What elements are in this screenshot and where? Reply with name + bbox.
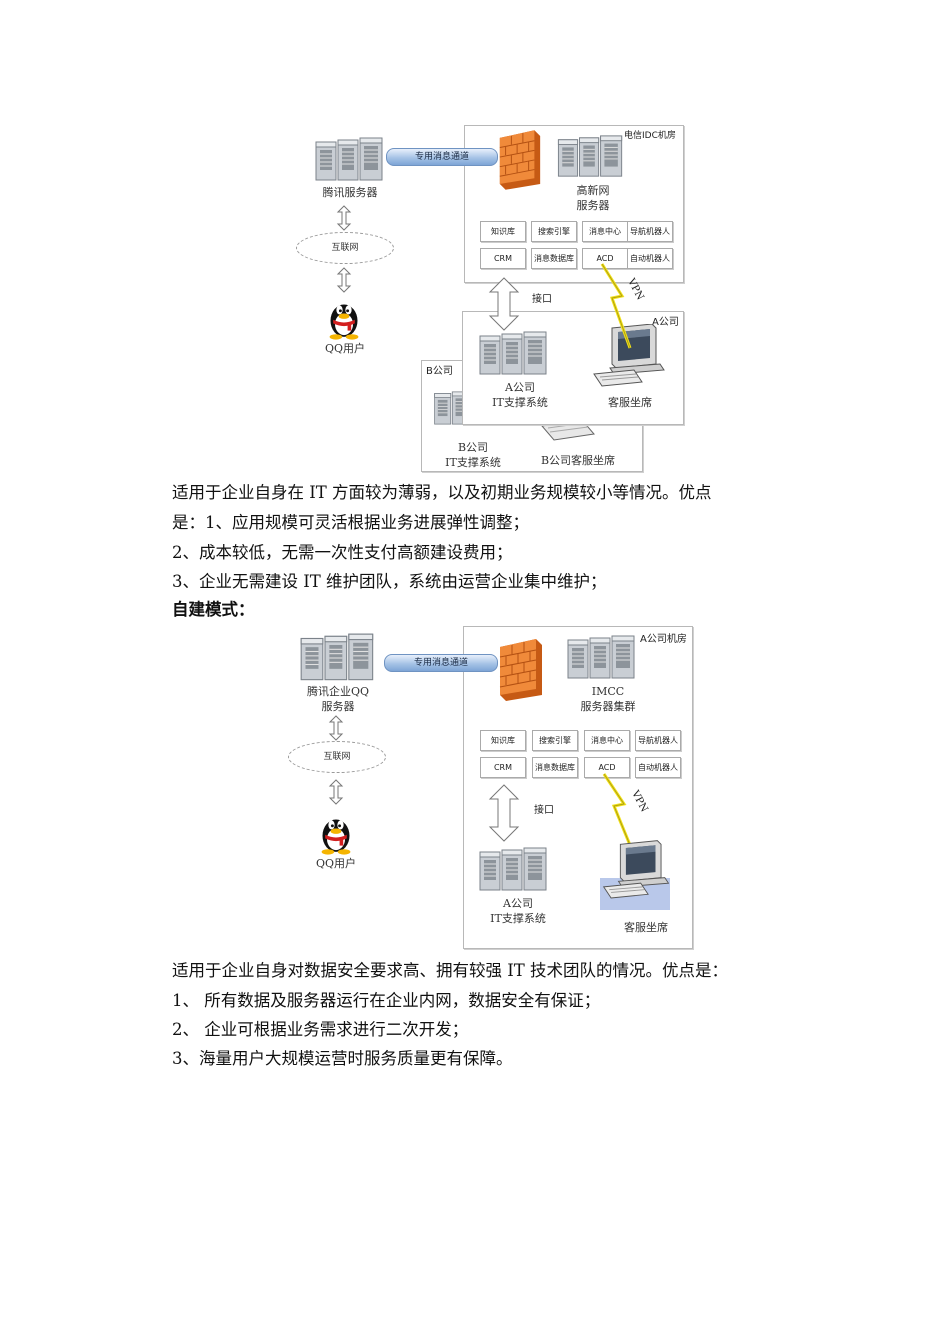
interface-label: 接口 (534, 805, 554, 816)
module-message-center: 消息中心 (582, 221, 628, 242)
tencent-server-icon (298, 632, 378, 684)
module-search-engine: 搜索引擎 (532, 730, 578, 751)
module-crm: CRM (480, 757, 526, 778)
module-nav-robot: 导航机器人 (627, 221, 673, 242)
a-it-line1: A公司 (505, 381, 535, 394)
tencent-server-label: 腾讯企业QQ 服务器 (290, 684, 386, 714)
interface-arrow (488, 784, 520, 842)
module-message-db: 消息数据库 (531, 248, 577, 269)
internet-cloud: 互联网 (288, 741, 386, 773)
interface-label: 接口 (532, 294, 552, 305)
module-auto-robot: 自动机器人 (635, 757, 681, 778)
a-it-line2: IT支撑系统 (492, 396, 548, 409)
a-seat-label: 客服坐席 (608, 396, 652, 409)
module-message-center: 消息中心 (584, 730, 630, 751)
firewall-icon (496, 632, 546, 706)
qq-user-label: QQ用户 (315, 857, 357, 870)
idc-label: 电信IDC机房 (624, 131, 676, 141)
para-line: 适用于企业自身对数据安全要求高、拥有较强 IT 技术团队的情况。优点是： (172, 961, 729, 980)
module-crm: CRM (480, 248, 526, 269)
module-knowledge-base: 知识库 (480, 221, 526, 242)
message-channel-pipe: 专用消息通道 (386, 148, 498, 166)
imcc-line2: 服务器集群 (580, 700, 636, 713)
a-it-line1: A公司 (503, 897, 533, 910)
tencent-server-label: 腾讯服务器 (322, 186, 378, 199)
b-it-line1: B公司 (457, 441, 489, 454)
tencent-server-icon (314, 136, 386, 184)
tencent-line1: 腾讯企业QQ (306, 685, 370, 698)
a-it-server-icon (478, 846, 550, 894)
vpn-lightning-icon (602, 773, 634, 851)
gaoxin-server-label: 高新网 服务器 (548, 183, 638, 213)
seat-label: 客服坐席 (624, 921, 668, 934)
b-it-label: B公司 IT支撑系统 (428, 440, 518, 470)
firewall-icon (496, 128, 544, 190)
tencent-line2: 服务器 (321, 700, 355, 713)
b-seat-label: B公司客服坐席 (540, 454, 616, 467)
imcc-server-icon (566, 634, 638, 682)
qq-penguin-icon (318, 810, 354, 856)
para-line: 3、企业无需建设 IT 维护团队，系统由运营企业集中维护； (172, 572, 607, 591)
qq-user-label: QQ用户 (324, 342, 366, 355)
module-search-engine: 搜索引擎 (531, 221, 577, 242)
para-line: 2、 企业可根据业务需求进行二次开发； (172, 1020, 469, 1039)
module-message-db: 消息数据库 (532, 757, 578, 778)
seat-pc-icon (600, 840, 670, 910)
imcc-line1: IMCC (591, 685, 625, 698)
module-knowledge-base: 知识库 (480, 730, 526, 751)
para-line: 是：1、应用规模可灵活根据业务进展弹性调整； (172, 513, 529, 532)
internet-arrow-1 (328, 715, 344, 741)
a-it-line2: IT支撑系统 (490, 912, 546, 925)
a-it-label: A公司 IT支撑系统 (470, 380, 570, 410)
a-it-server-icon (478, 330, 550, 378)
b-it-line2: IT支撑系统 (445, 456, 501, 469)
internet-cloud: 互联网 (296, 232, 394, 264)
para-line: 2、成本较低，无需一次性支付高额建设费用； (172, 543, 513, 562)
gaoxin-line1: 高新网 (576, 184, 610, 197)
internet-arrow-1 (336, 205, 352, 231)
qq-penguin-icon (326, 296, 362, 340)
room-label: A公司机房 (640, 634, 687, 645)
section-heading: 自建模式： (172, 600, 255, 619)
para-line: 3、海量用户大规模运营时服务质量更有保障。 (172, 1049, 513, 1068)
imcc-server-label: IMCC 服务器集群 (560, 684, 656, 714)
interface-arrow (488, 277, 520, 331)
gaoxin-line2: 服务器 (576, 199, 610, 212)
internet-arrow-2 (336, 267, 352, 293)
module-auto-robot: 自动机器人 (627, 248, 673, 269)
internet-arrow-2 (328, 779, 344, 805)
company-b-label: B公司 (426, 366, 453, 377)
para-line: 1、 所有数据及服务器运行在企业内网，数据安全有保证； (172, 991, 601, 1010)
para-line: 适用于企业自身在 IT 方面较为薄弱，以及初期业务规模较小等情况。优点 (172, 483, 712, 502)
vpn-lightning-icon (600, 263, 632, 349)
message-channel-pipe: 专用消息通道 (384, 654, 498, 672)
company-a-label: A公司 (652, 317, 679, 328)
a-it-label: A公司 IT支撑系统 (468, 896, 568, 926)
module-nav-robot: 导航机器人 (635, 730, 681, 751)
gaoxin-server-icon (556, 134, 626, 180)
